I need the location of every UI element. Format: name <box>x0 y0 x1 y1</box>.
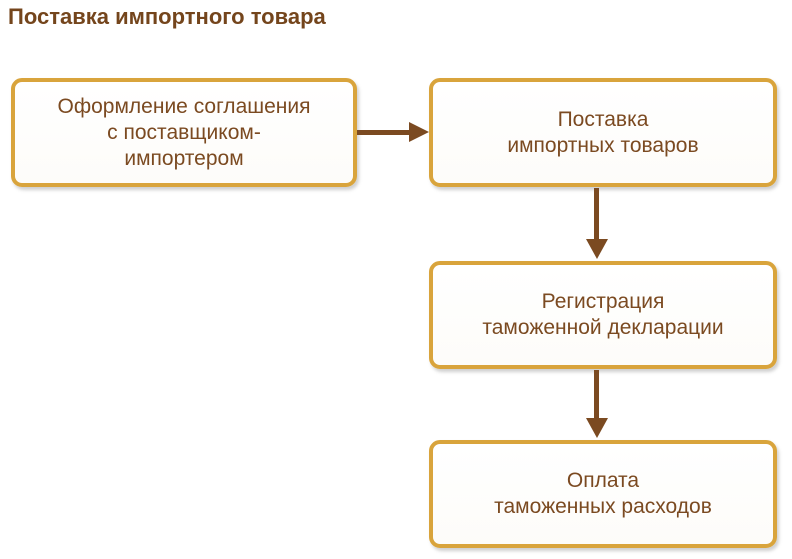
node-text-line: импортером <box>124 146 244 170</box>
flow-node-customs-declaration: Регистрация таможенной декларации <box>429 261 777 369</box>
node-text-line: Поставка <box>557 107 649 131</box>
arrow-right-icon <box>409 122 429 142</box>
arrow-down-icon <box>586 418 608 438</box>
flow-node-supplier-agreement: Оформление соглашения с поставщиком- имп… <box>11 78 357 187</box>
node-text-line: Регистрация <box>541 290 665 313</box>
connector-line-right <box>357 130 411 135</box>
node-text-line: Оплата <box>566 469 640 492</box>
node-text-line: импортных товаров <box>507 133 699 157</box>
connector-line-down-1 <box>594 188 599 241</box>
flow-node-import-goods-delivery: Поставка импортных товаров <box>429 78 777 187</box>
connector-line-down-2 <box>594 370 599 420</box>
flow-node-customs-payment: Оплата таможенных расходов <box>429 440 777 548</box>
arrow-down-icon <box>586 239 608 259</box>
node-text-line: с поставщиком- <box>107 120 261 144</box>
node-text-line: таможенных расходов <box>494 495 712 518</box>
node-text-line: Оформление соглашения <box>57 94 311 118</box>
diagram-title: Поставка импортного товара <box>8 4 326 29</box>
node-text-line: таможенной декларации <box>482 316 724 339</box>
